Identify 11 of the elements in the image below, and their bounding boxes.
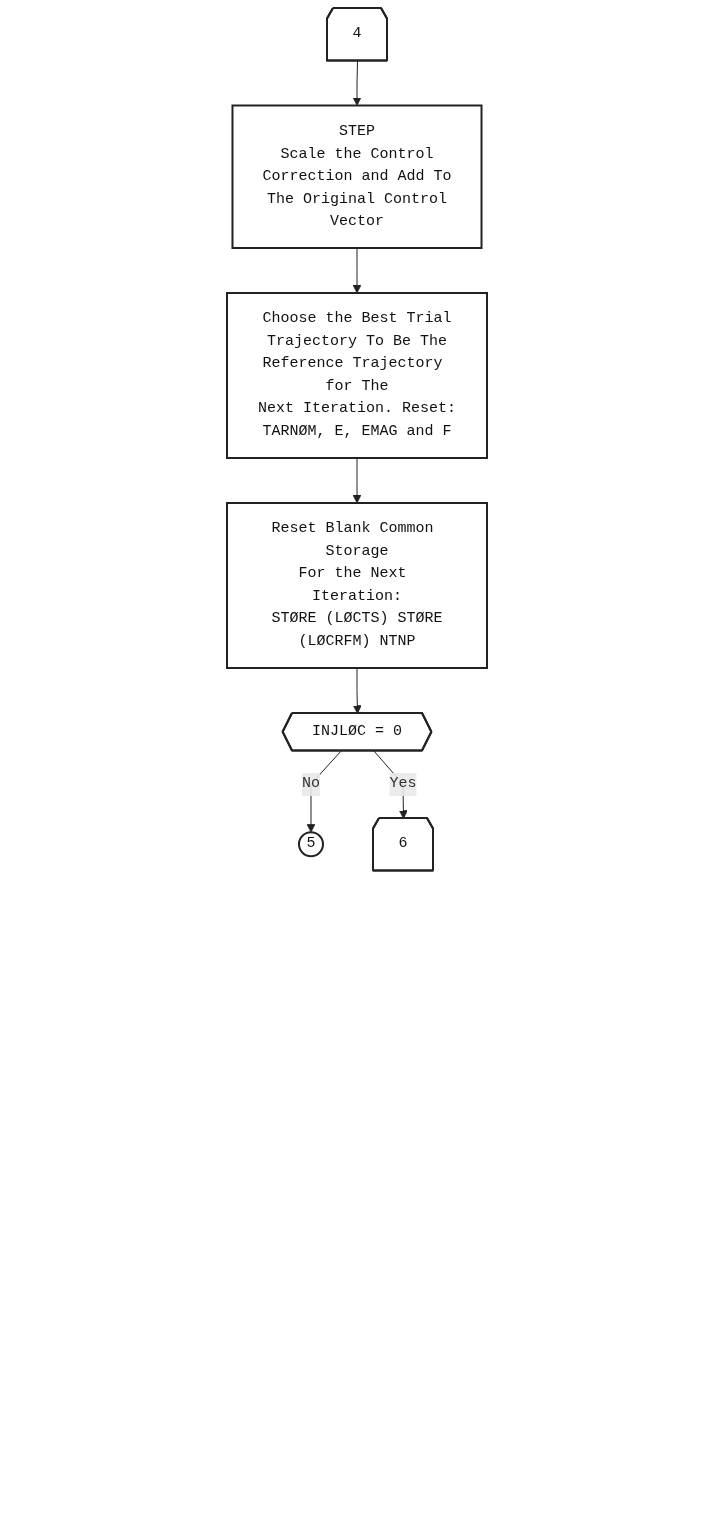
edge-label: Yes bbox=[389, 775, 417, 792]
node-box: Reset Blank Common Storage For the Next Iteration: STØRE (LØCTS) STØRE (LØCRFM) NTNP bbox=[226, 502, 488, 669]
node-box: Choose the Best Trial Trajectory To Be The Reference Trajectory for The Next Iteration. Reset: TARNØM, E, EMAG and F bbox=[226, 292, 488, 459]
node-box: STEP Scale the Control Correction and Add To The Original Control Vector bbox=[231, 104, 483, 249]
arrow bbox=[352, 60, 362, 106]
arrow bbox=[352, 667, 362, 714]
arrow bbox=[306, 750, 342, 833]
edge-label: No bbox=[301, 775, 320, 792]
arrow bbox=[352, 247, 362, 294]
node-circle: 5 bbox=[298, 831, 324, 858]
arrow bbox=[352, 457, 362, 504]
